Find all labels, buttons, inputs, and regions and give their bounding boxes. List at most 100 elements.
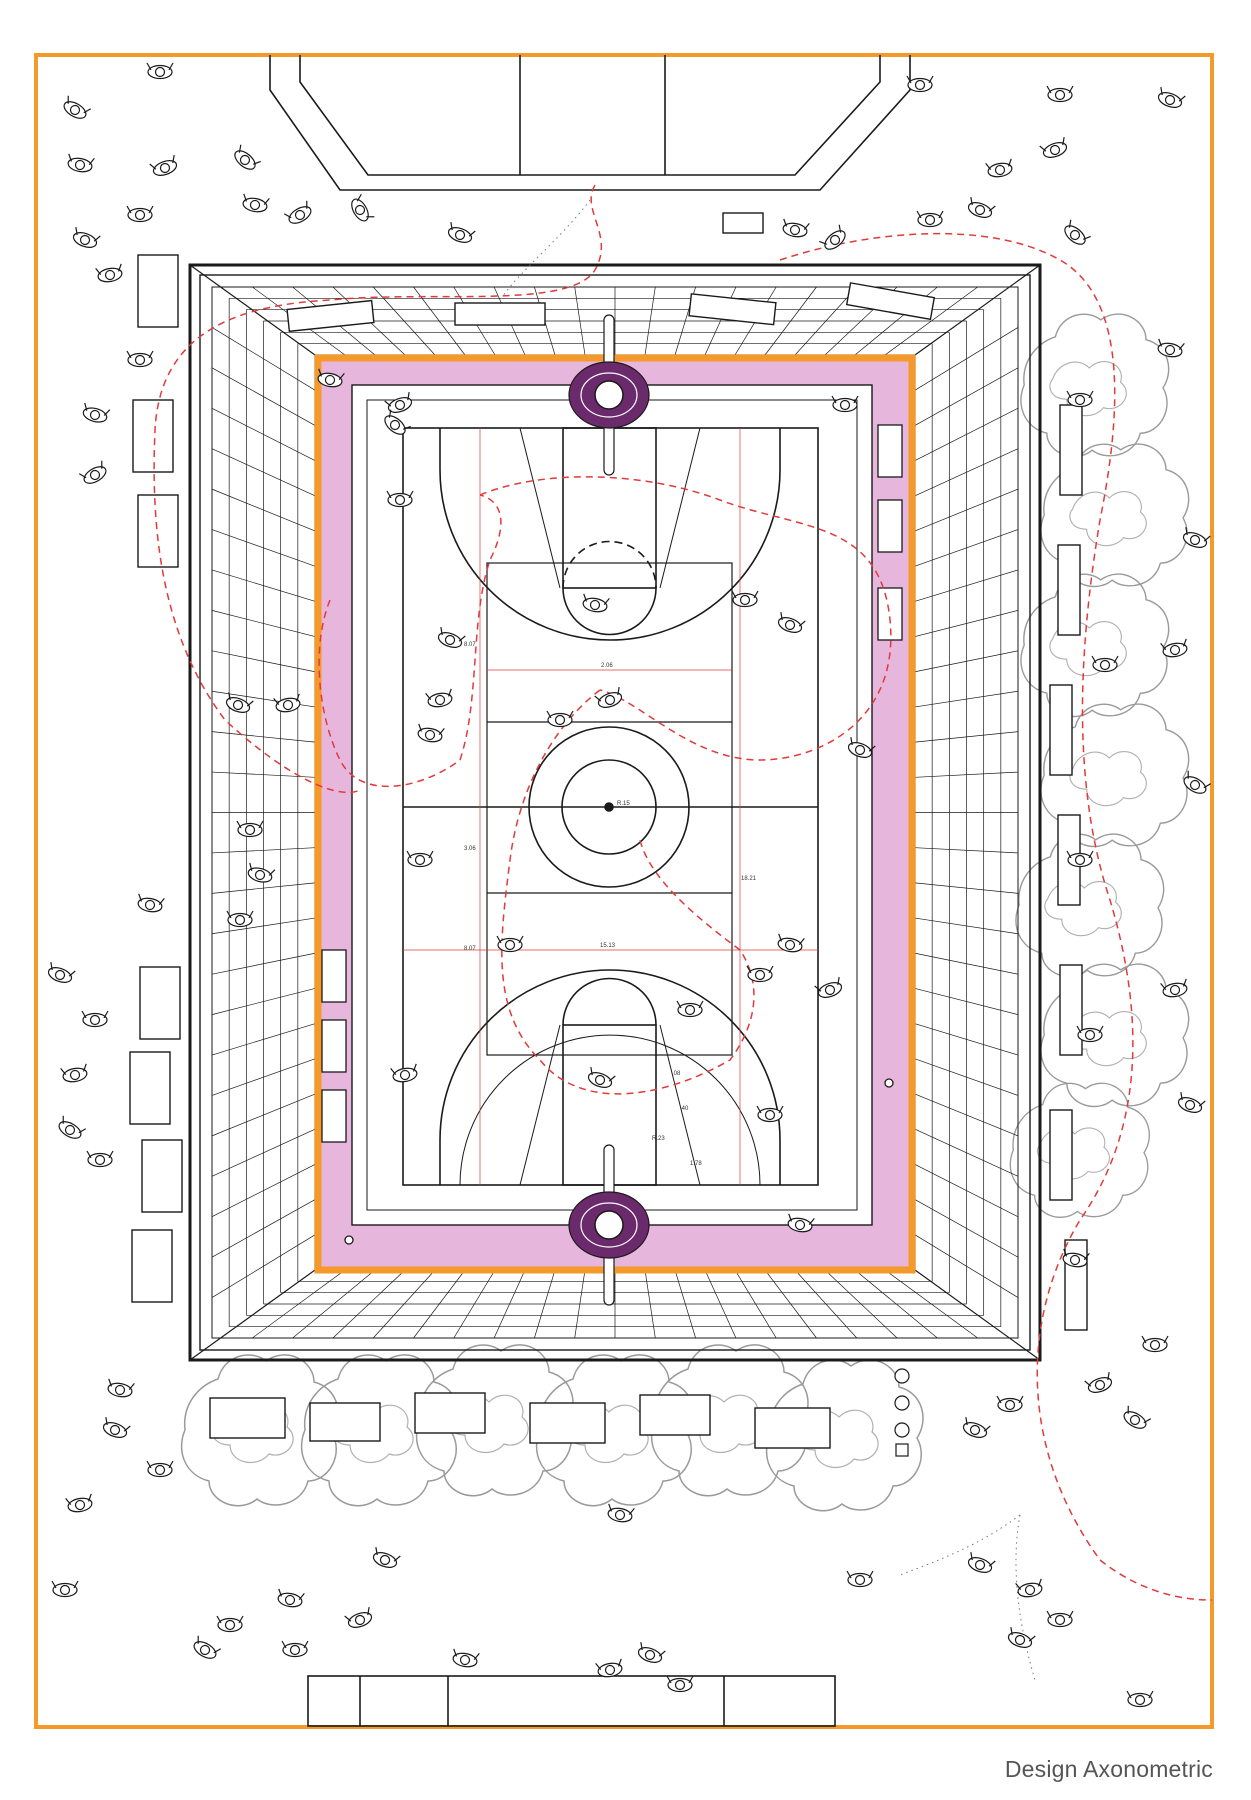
person-icon <box>245 862 276 886</box>
tree-canopies-right <box>1009 313 1190 1218</box>
person-icon <box>99 1416 131 1442</box>
stand-step-line <box>914 650 1019 673</box>
stand-step-line <box>211 1093 316 1137</box>
stand-step-line <box>914 569 1019 602</box>
court-orange-edge <box>314 354 916 1274</box>
dim-label: R.15 <box>617 801 630 807</box>
person-icon <box>1160 638 1190 660</box>
person-icon <box>818 224 850 254</box>
stand-step-line <box>914 407 1019 461</box>
stand-step-line <box>854 1269 938 1339</box>
stand-step-line <box>211 1023 316 1056</box>
stand-step-line <box>764 286 817 356</box>
secondary-court <box>486 562 733 1056</box>
stand-step-line <box>372 286 436 356</box>
stand-step-line <box>413 1269 466 1339</box>
person-icon <box>230 144 262 174</box>
site-boundary <box>34 53 1214 1729</box>
drawing-caption: Design Axonometric <box>1004 1756 1213 1782</box>
small-sign-top <box>722 212 764 234</box>
dim-label: 8.07 <box>464 642 476 648</box>
person-icon <box>1004 1626 1036 1652</box>
person-icon <box>780 218 810 240</box>
center-markings <box>403 726 818 888</box>
person-icon <box>105 1378 135 1400</box>
stand-step-line <box>704 1269 737 1339</box>
person-icon <box>1119 1405 1152 1433</box>
stand-step-line <box>211 610 316 637</box>
stand-step-line <box>211 1058 316 1096</box>
stand-step-line <box>211 917 316 935</box>
person-icon <box>189 1635 222 1663</box>
stand-step-line <box>453 1269 496 1339</box>
person-icon <box>444 221 476 247</box>
stand-step-line <box>332 1269 406 1339</box>
person-icon <box>985 158 1015 180</box>
person-icon <box>149 154 181 180</box>
stand-step-line <box>644 286 656 356</box>
stand-step-line <box>644 1269 656 1339</box>
dim-label: .40 <box>680 1106 689 1112</box>
stand-step-line <box>914 529 1019 567</box>
person-icon <box>964 196 996 222</box>
stand-step-line <box>914 690 1019 708</box>
person-icon <box>126 350 154 368</box>
stand-step-line <box>914 1164 1019 1218</box>
person-icon <box>281 1640 309 1658</box>
stand-step-line <box>372 1269 436 1339</box>
stand-step-line <box>914 610 1019 637</box>
stand-step-line <box>211 569 316 602</box>
person-icon <box>54 1115 87 1143</box>
person-icon <box>916 210 944 228</box>
dim-label: .08 <box>672 1071 681 1077</box>
stand-step-line <box>211 529 316 567</box>
stand-step-line <box>211 1164 316 1218</box>
stand-step-line <box>211 847 316 854</box>
person-icon <box>216 1615 244 1633</box>
person-icon <box>275 1588 305 1610</box>
stand-step-line <box>914 1093 1019 1137</box>
person-icon <box>95 263 125 285</box>
dim-label: 2.06 <box>601 663 613 669</box>
stand-step-line <box>914 882 1019 894</box>
person-icon <box>283 200 316 228</box>
person-icon <box>1179 526 1211 552</box>
stand-step-line <box>211 988 316 1015</box>
person-icon <box>1039 136 1071 162</box>
person-icon <box>81 1010 109 1028</box>
person-icon <box>347 193 375 226</box>
stand-step-line <box>211 327 316 391</box>
top-key <box>439 427 781 641</box>
stand-step-line <box>211 407 316 461</box>
building-outline-top <box>269 55 911 191</box>
stand-step-line <box>211 1199 316 1258</box>
person-icon <box>1126 1690 1154 1708</box>
person-icon <box>146 62 174 80</box>
person-icon <box>126 205 154 223</box>
stand-step-line <box>914 1023 1019 1056</box>
stand-step-line <box>914 327 1019 391</box>
stand-step-line <box>794 1269 858 1339</box>
stand-step-line <box>824 1269 898 1339</box>
stand-step-line <box>211 1234 316 1298</box>
dim-label: 1.78 <box>690 1161 702 1167</box>
stand-step-line <box>493 1269 526 1339</box>
stand-step-line <box>914 952 1019 975</box>
person-icon <box>1060 219 1092 249</box>
person-icon <box>1155 338 1185 360</box>
person-icon <box>666 1675 694 1693</box>
person-icon <box>51 1580 79 1598</box>
person-icon <box>236 820 264 838</box>
stand-step-line <box>734 1269 777 1339</box>
stand-step-line <box>252 1269 346 1339</box>
person-icon <box>964 1551 996 1577</box>
person-icon <box>906 75 934 93</box>
stand-step-line <box>674 1269 696 1339</box>
stand-step-line <box>914 731 1019 743</box>
stand-step-line <box>914 988 1019 1015</box>
dimension-lines <box>403 428 818 1185</box>
person-icon <box>44 961 76 987</box>
person-icon <box>996 1395 1024 1413</box>
court-benches <box>321 424 903 1245</box>
